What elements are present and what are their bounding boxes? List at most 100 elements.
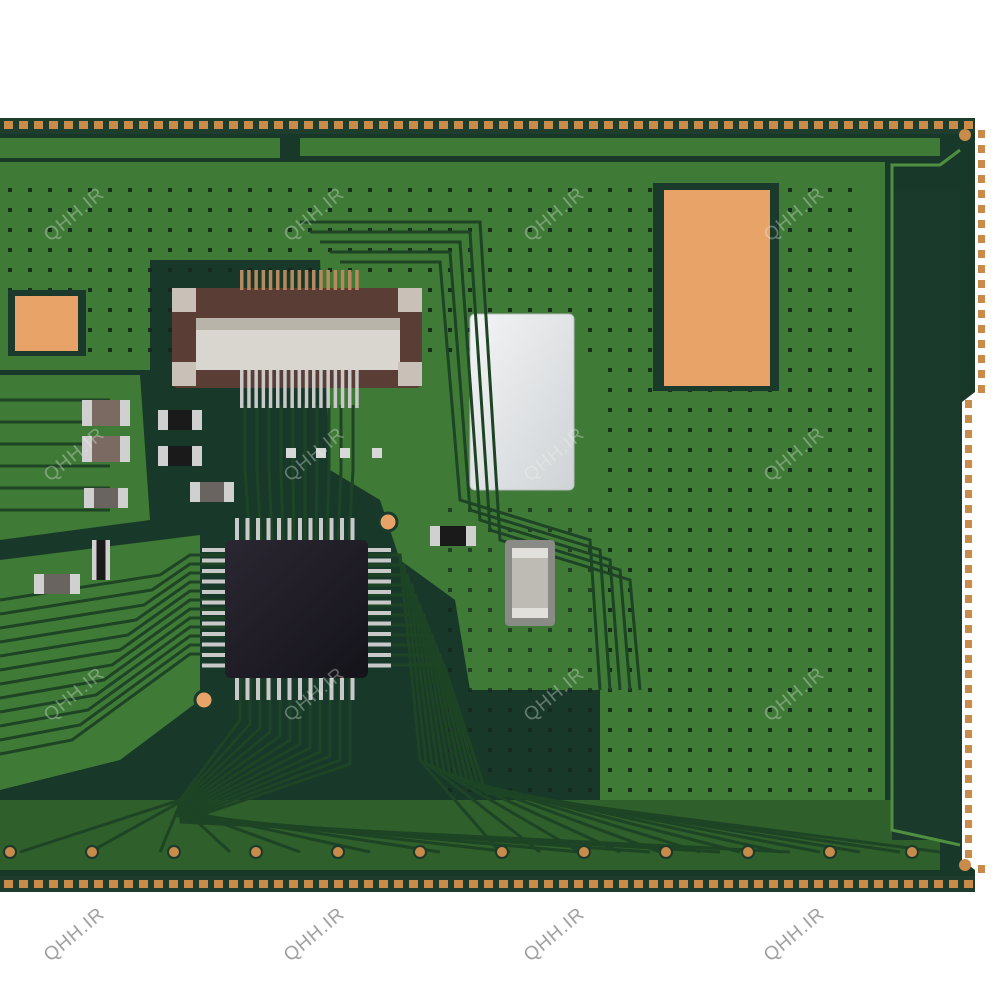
edge-pad	[949, 121, 958, 129]
edge-pad	[49, 121, 58, 129]
trace	[314, 405, 319, 541]
edge-pad	[978, 340, 985, 348]
fpc-pin	[268, 270, 273, 290]
fpc-pin	[261, 370, 266, 408]
smd-terminal	[120, 436, 130, 462]
test-point	[249, 845, 263, 859]
fpc-pin	[276, 270, 280, 290]
edge-pad	[965, 655, 972, 663]
chip-pin	[319, 518, 323, 542]
edge-pad	[904, 121, 913, 129]
edge-pad	[814, 121, 823, 129]
test-point	[331, 845, 345, 859]
edge-pad	[529, 121, 538, 129]
edge-pad	[109, 880, 118, 888]
edge-pad	[259, 121, 268, 129]
chip-pin	[202, 579, 227, 584]
chip-pin	[366, 632, 391, 636]
chip-pin	[202, 621, 227, 626]
edge-pad	[919, 880, 928, 888]
bottom-test-points	[3, 129, 971, 871]
edge-pad	[978, 385, 985, 393]
chip-pin	[340, 676, 344, 700]
edge-pad	[965, 670, 972, 678]
chip-pin	[202, 642, 227, 647]
trace	[267, 405, 274, 541]
edge-pad	[4, 880, 13, 888]
fpc-pin	[326, 370, 330, 408]
edge-pad	[289, 121, 298, 129]
edge-pad	[964, 880, 973, 888]
edge-pad	[229, 121, 238, 129]
edge-pad	[424, 880, 433, 888]
edge-pad	[965, 415, 972, 423]
edge-pad	[965, 760, 972, 768]
chip-pin	[366, 642, 391, 647]
chip-pin	[366, 590, 391, 594]
edge-pad	[904, 880, 913, 888]
edge-pad	[934, 121, 943, 129]
edge-pad	[19, 880, 28, 888]
edge-pad	[589, 121, 598, 129]
chip-pin	[366, 621, 391, 626]
edge-pad	[139, 880, 148, 888]
edge-pad	[934, 880, 943, 888]
edge-pad	[965, 475, 972, 483]
trace	[347, 405, 355, 541]
test-point	[495, 845, 509, 859]
edge-pad	[379, 880, 388, 888]
smd-terminal	[118, 488, 128, 508]
edge-pad	[424, 121, 433, 129]
edge-pad	[978, 370, 985, 378]
edge-pad	[259, 880, 268, 888]
trace	[174, 678, 581, 854]
edge-pad	[229, 880, 238, 888]
edge-pad	[978, 355, 985, 363]
edge-pad	[965, 550, 972, 558]
chip-pin	[256, 518, 260, 542]
trace	[368, 613, 741, 854]
chip-pin	[298, 518, 302, 542]
trace	[368, 553, 502, 853]
edge-pad	[978, 265, 985, 273]
chip-pin	[266, 518, 271, 542]
test-point	[3, 845, 17, 859]
edge-pad	[769, 880, 778, 888]
edge-pad	[334, 880, 343, 888]
chip-pin	[319, 676, 323, 700]
fpc-pin	[348, 370, 352, 408]
edge-pad	[304, 880, 313, 888]
edge-pad	[694, 880, 703, 888]
edge-pad	[965, 490, 972, 498]
chip-pin	[287, 518, 292, 542]
edge-pad	[965, 535, 972, 543]
edge-pad	[349, 880, 358, 888]
edge-pad	[844, 121, 853, 129]
edge-pad	[709, 880, 718, 888]
edge-pad	[439, 121, 448, 129]
edge-pad	[949, 880, 958, 888]
chip-pin	[308, 676, 313, 700]
chip-pin	[340, 518, 344, 542]
edge-pad	[739, 121, 748, 129]
edge-pad	[514, 121, 523, 129]
trace	[320, 240, 622, 691]
trace	[291, 405, 296, 541]
chip-pin	[277, 676, 281, 700]
edge-pad	[964, 121, 973, 129]
edge-pad	[289, 880, 298, 888]
edge-pad	[978, 130, 985, 138]
smd-terminal	[105, 540, 110, 580]
fpc-connector	[172, 288, 422, 388]
test-point	[905, 845, 919, 859]
trace	[158, 678, 262, 853]
edge-pad	[709, 121, 718, 129]
edge-pad	[844, 880, 853, 888]
edge-pad	[978, 250, 985, 258]
edge-pad	[559, 880, 568, 888]
chip-pin	[308, 518, 313, 542]
chip-pin	[287, 676, 292, 700]
chip-pin	[202, 611, 227, 615]
trace	[255, 405, 263, 541]
edge-pad	[799, 121, 808, 129]
